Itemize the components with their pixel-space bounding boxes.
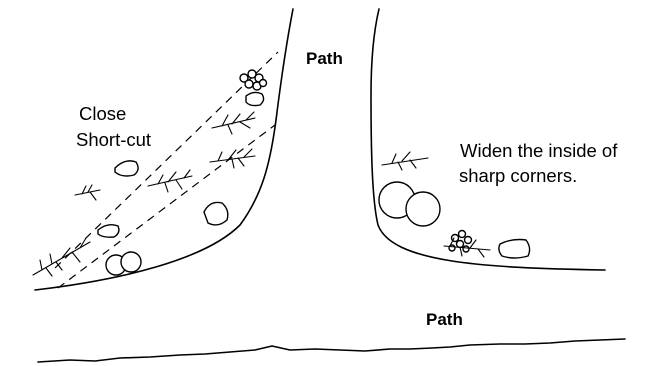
path-label-top: Path xyxy=(306,49,343,68)
brush-5 xyxy=(32,237,91,277)
brush-right-2 xyxy=(443,237,491,258)
shortcut-lines xyxy=(54,51,279,289)
shortcut-dashed-line-1 xyxy=(54,51,279,269)
close-shortcut-label-line2: Short-cut xyxy=(76,129,151,150)
rock-pair-left xyxy=(105,251,142,276)
rock-lower-right xyxy=(498,238,531,259)
close-shortcut-label-line1: Close xyxy=(79,103,126,124)
brush-right-1 xyxy=(381,151,429,171)
rock-lower-left xyxy=(97,223,120,238)
path-label-bottom: Path xyxy=(426,310,463,329)
left-path-edge xyxy=(34,8,294,291)
bottom-path-edge xyxy=(37,338,626,363)
path-outline xyxy=(34,8,626,363)
widen-corners-label-line1: Widen the inside of xyxy=(460,140,618,161)
rock-pair-right xyxy=(378,181,441,227)
rock-top-left xyxy=(239,69,268,107)
right-path-edge xyxy=(370,8,606,271)
brush xyxy=(32,111,491,277)
rock-middle-left xyxy=(114,160,139,177)
widen-corners-label-line2: sharp corners. xyxy=(459,165,577,186)
brush-3 xyxy=(147,169,193,193)
rock-corner-left xyxy=(203,201,229,226)
rocks xyxy=(97,69,531,276)
brush-2 xyxy=(209,148,256,169)
brush-1 xyxy=(211,111,256,135)
brush-4 xyxy=(74,184,101,201)
shortcut-dashed-line-2 xyxy=(57,124,276,289)
